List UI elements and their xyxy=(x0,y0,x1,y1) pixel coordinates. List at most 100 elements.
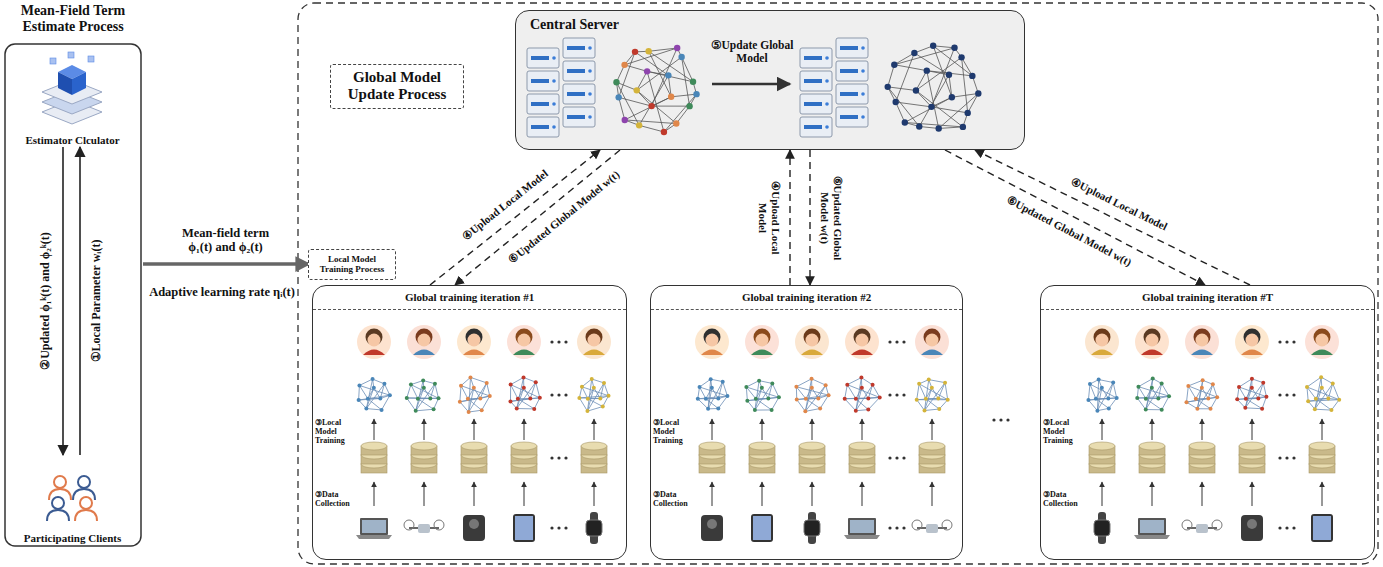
network-graph xyxy=(794,385,798,389)
network-graph xyxy=(536,382,540,398)
network-graph xyxy=(888,65,895,87)
estimator-icon xyxy=(42,52,102,124)
network-graph xyxy=(1201,378,1205,382)
process-tag: Global Model Update Process xyxy=(330,64,464,109)
step-label: ③Local Model Training xyxy=(1043,418,1085,446)
ellipsis-dots xyxy=(895,526,898,529)
network-graph xyxy=(509,383,513,387)
client-avatar xyxy=(407,325,441,359)
network-graph xyxy=(768,383,772,398)
connector xyxy=(62,147,64,455)
network-graph xyxy=(1146,379,1153,410)
ellipsis-dots xyxy=(550,340,553,343)
database-icon xyxy=(1309,442,1335,450)
network-graph xyxy=(917,384,919,400)
network-graph xyxy=(827,393,831,397)
network-graph xyxy=(945,383,948,400)
system-frame xyxy=(298,3,1378,564)
network-graph xyxy=(414,409,418,413)
network-graph xyxy=(896,53,915,102)
network-graph xyxy=(522,386,526,390)
database-icon xyxy=(699,442,725,473)
edge-label: ①Local Parameter wᵢ(t) xyxy=(90,240,104,363)
ellipsis-dots xyxy=(564,526,567,529)
server-icon xyxy=(567,115,585,119)
network-graph xyxy=(891,61,897,67)
iteration-box: Global training iteration #T xyxy=(1040,285,1375,560)
network-graph xyxy=(744,385,748,389)
network-graph xyxy=(1250,377,1254,381)
network-graph xyxy=(437,396,441,400)
network-graph xyxy=(598,396,602,400)
network-graph xyxy=(1097,382,1113,410)
network-graph xyxy=(696,377,730,411)
process-panel: Mean-Field Term Estimate ProcessEstimato… xyxy=(3,3,143,548)
server-icon xyxy=(531,125,549,129)
flow-arrow xyxy=(524,419,525,440)
network-graph xyxy=(928,104,934,110)
network-graph xyxy=(613,45,699,135)
client-avatar xyxy=(507,325,541,359)
ellipsis-dots xyxy=(550,456,567,459)
network-graph xyxy=(619,97,625,120)
server-icon xyxy=(552,79,556,83)
client-avatar xyxy=(516,329,533,346)
client-avatar xyxy=(407,325,441,359)
network-graph xyxy=(1206,396,1210,400)
server-icon xyxy=(840,115,858,119)
node-text: Mean-Field Term Estimate Process xyxy=(5,3,141,35)
network-graph xyxy=(430,384,435,399)
device-icon xyxy=(362,520,386,533)
client-avatar xyxy=(418,334,431,347)
server-icon xyxy=(531,102,549,106)
network-graph xyxy=(516,397,520,401)
client-avatar xyxy=(1094,329,1111,346)
ellipsis-dots xyxy=(557,393,560,396)
network-graph xyxy=(1188,386,1196,399)
network-graph xyxy=(530,382,535,398)
ellipsis-dots xyxy=(1285,393,1288,396)
clients-node: Participating Clients xyxy=(12,455,133,545)
network-graph xyxy=(1088,384,1090,400)
network-graph xyxy=(604,383,609,396)
network-graph xyxy=(1245,407,1262,409)
network-graph xyxy=(1331,382,1335,386)
network-graph xyxy=(925,383,946,411)
network-graph xyxy=(579,396,608,398)
client-avatar xyxy=(1135,325,1169,359)
network-graph xyxy=(816,396,820,400)
device-icon xyxy=(404,520,444,533)
network-graph xyxy=(582,387,609,396)
network-graph xyxy=(1188,386,1217,397)
network-graph xyxy=(639,125,664,132)
network-graph xyxy=(766,396,770,400)
network-graph xyxy=(1160,408,1164,412)
network-graph xyxy=(416,409,434,411)
database-icon xyxy=(1189,442,1215,473)
flow-arrow xyxy=(1102,419,1103,440)
network-graph xyxy=(965,110,971,116)
ellipsis-dots xyxy=(564,340,567,343)
panel-outline xyxy=(5,44,141,546)
network-graph xyxy=(460,386,461,402)
network-graph xyxy=(1194,397,1198,401)
network-graph xyxy=(645,48,651,54)
network-graph xyxy=(923,409,927,413)
network-graph xyxy=(616,82,636,90)
network-graph xyxy=(668,94,674,100)
client-avatar xyxy=(695,325,729,359)
database-icon xyxy=(361,442,387,473)
network-graph xyxy=(366,397,370,401)
client-avatar xyxy=(924,329,941,346)
network-graph xyxy=(405,396,409,400)
network-graph xyxy=(706,407,710,411)
database-icon xyxy=(1089,442,1115,450)
network-graph xyxy=(1237,385,1241,389)
network-graph xyxy=(1188,380,1202,386)
database-icon xyxy=(461,442,487,450)
iteration-box: Global training iteration #1 xyxy=(312,285,627,560)
connector xyxy=(79,147,81,455)
network-graph xyxy=(649,48,678,51)
client-avatar xyxy=(926,334,939,347)
device-icon xyxy=(850,520,874,533)
